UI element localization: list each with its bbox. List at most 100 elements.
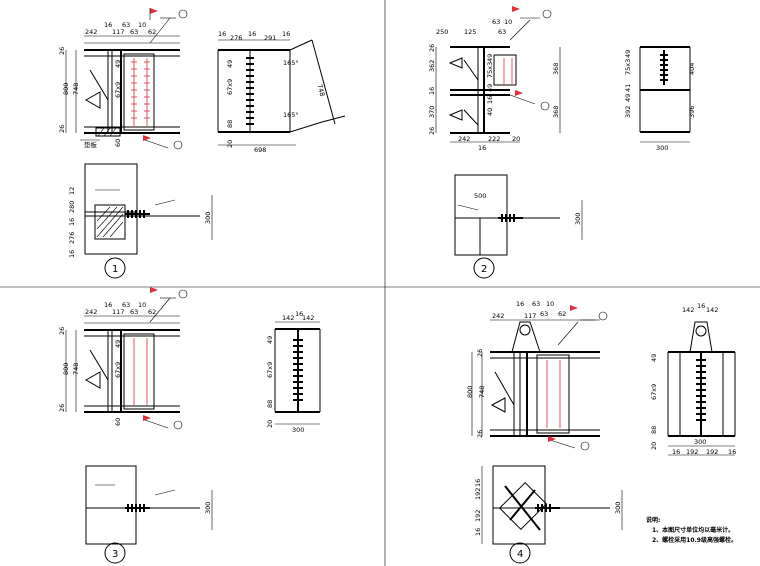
q4r-dim-67x9: 67x9 <box>650 384 658 400</box>
detail-2-plan <box>454 174 583 279</box>
q3-dim-16: 16 <box>104 301 112 309</box>
detail-4-elevation <box>471 305 608 451</box>
detail-3-side <box>274 321 321 425</box>
q3r-dim-20: 20 <box>266 420 274 428</box>
dim-88-s: 88 <box>226 120 234 128</box>
dim-242: 242 <box>85 28 97 36</box>
q2r-dim-300: 300 <box>656 144 668 152</box>
dim-276: 276 <box>230 34 242 42</box>
dim-62: 62 <box>148 28 156 36</box>
gasket-label: 垫板 <box>84 140 98 149</box>
detail-1-side <box>217 39 346 146</box>
q2-dim-16m: 16 <box>486 96 494 104</box>
q4-dim-16: 16 <box>516 300 524 308</box>
q4-dim-117: 117 <box>524 312 536 320</box>
q3-dim-800: 800 <box>62 363 70 375</box>
q3-dim-62: 62 <box>148 308 156 316</box>
q4p-dim-16a: 16 <box>474 479 482 487</box>
detail-number-3: 3 <box>112 549 118 560</box>
q4p-dim-16b: 16 <box>474 528 482 536</box>
q4-dim-10: 10 <box>546 300 554 308</box>
q2r-dim-49b: 49 <box>624 94 632 102</box>
dim-63a: 63 <box>122 21 130 29</box>
dim-60: 60 <box>114 139 122 147</box>
q2-dim-16: 16 <box>428 87 436 95</box>
q2-dim-370: 370 <box>428 106 436 118</box>
note-1: 1、本图尺寸单位均以毫米计。 <box>652 526 734 534</box>
note-2: 2、螺栓采用10.9级高强螺栓。 <box>652 536 737 544</box>
dim-63b: 63 <box>130 28 138 36</box>
q4r-dim-16a: 16 <box>672 448 680 456</box>
q3-dim-67x9: 67x9 <box>114 362 122 378</box>
q3-dim-26a: 26 <box>58 327 66 335</box>
q2-dim-125: 125 <box>464 28 476 36</box>
q2-dim-222: 222 <box>488 135 500 143</box>
q3-dim-60: 60 <box>114 418 122 426</box>
q2-dim-404: 404 <box>688 63 696 75</box>
detail-3-plan <box>85 465 213 564</box>
q3r-dim-88: 88 <box>266 400 274 408</box>
detail-number-4: 4 <box>517 549 523 560</box>
q2-dim-40: 40 <box>486 108 494 116</box>
q4-dim-16r: 16 <box>697 302 705 310</box>
q4r-dim-192a: 192 <box>686 448 698 456</box>
q3-dim-49: 49 <box>114 340 122 348</box>
detail-1-plan <box>84 163 213 279</box>
q4-dim-26a: 26 <box>476 349 484 357</box>
notes-title: 说明: <box>646 516 660 524</box>
q3-dim-142a: 142 <box>282 314 294 322</box>
dim-20-s: 20 <box>226 140 234 148</box>
detail-number-1: 1 <box>112 264 118 275</box>
q4-dim-26b: 26 <box>476 430 484 438</box>
q3-dim-117: 117 <box>112 308 124 316</box>
q2-dim-10: 10 <box>504 18 512 26</box>
q3-dim-63a: 63 <box>122 301 130 309</box>
q2-dim-49a: 49 <box>486 54 494 62</box>
q2-dim-16b: 16 <box>478 144 486 152</box>
dim-748-side: 748 <box>315 83 326 97</box>
dim-16-p: 16 <box>68 218 76 226</box>
q4-dim-63b: 63 <box>540 310 548 318</box>
q4r-dim-192b: 192 <box>706 448 718 456</box>
q3-dim-16r: 16 <box>295 310 303 318</box>
q2-dim-500: 500 <box>474 192 486 200</box>
q3-dim-242: 242 <box>85 308 97 316</box>
q4r-dim-20: 20 <box>650 442 658 450</box>
q2-dim-63b: 63 <box>498 28 506 36</box>
q3-dim-10: 10 <box>138 301 146 309</box>
detail-number-2: 2 <box>481 264 487 275</box>
q2r-dim-75x3: 75x3 <box>624 59 632 75</box>
dim-49-s: 49 <box>226 60 234 68</box>
q3-dim-300p: 300 <box>204 502 212 514</box>
dim-16-p2: 16 <box>68 250 76 258</box>
detail-4-side <box>667 321 736 456</box>
q4p-dim-192a: 192 <box>474 488 482 500</box>
detail-1-elevation <box>65 8 188 150</box>
dim-67x9-s: 67x9 <box>226 79 234 95</box>
angle-165-top: 165° <box>283 59 299 67</box>
q2-dim-49b: 49 <box>486 84 494 92</box>
dim-276-p: 276 <box>68 232 76 244</box>
q4-dim-142a: 142 <box>682 306 694 314</box>
q2-dim-250: 250 <box>436 28 448 36</box>
dim-16-s2: 16 <box>248 30 256 38</box>
dim-16a: 16 <box>104 21 112 29</box>
q2r-dim-41: 41 <box>624 84 632 92</box>
q2r-dim-392: 392 <box>624 106 632 118</box>
q4-dim-748: 748 <box>478 386 486 398</box>
q2-dim-300p: 300 <box>574 213 582 225</box>
detail-2-elevation <box>435 6 561 143</box>
q2-dim-20: 20 <box>512 135 520 143</box>
q4-dim-62: 62 <box>558 310 566 318</box>
dim-26-bot: 26 <box>58 125 66 133</box>
q2-dim-242: 242 <box>458 135 470 143</box>
dim-16-s: 16 <box>218 30 226 38</box>
dim-67x9: 67x9 <box>114 82 122 98</box>
q4-dim-142b: 142 <box>706 306 718 314</box>
q3-dim-63b: 63 <box>130 308 138 316</box>
dim-300-p: 300 <box>204 212 212 224</box>
q2-dim-75x3: 75x3 <box>486 62 494 78</box>
q3-dim-748: 748 <box>72 363 80 375</box>
q2-dim-26a: 26 <box>428 44 436 52</box>
